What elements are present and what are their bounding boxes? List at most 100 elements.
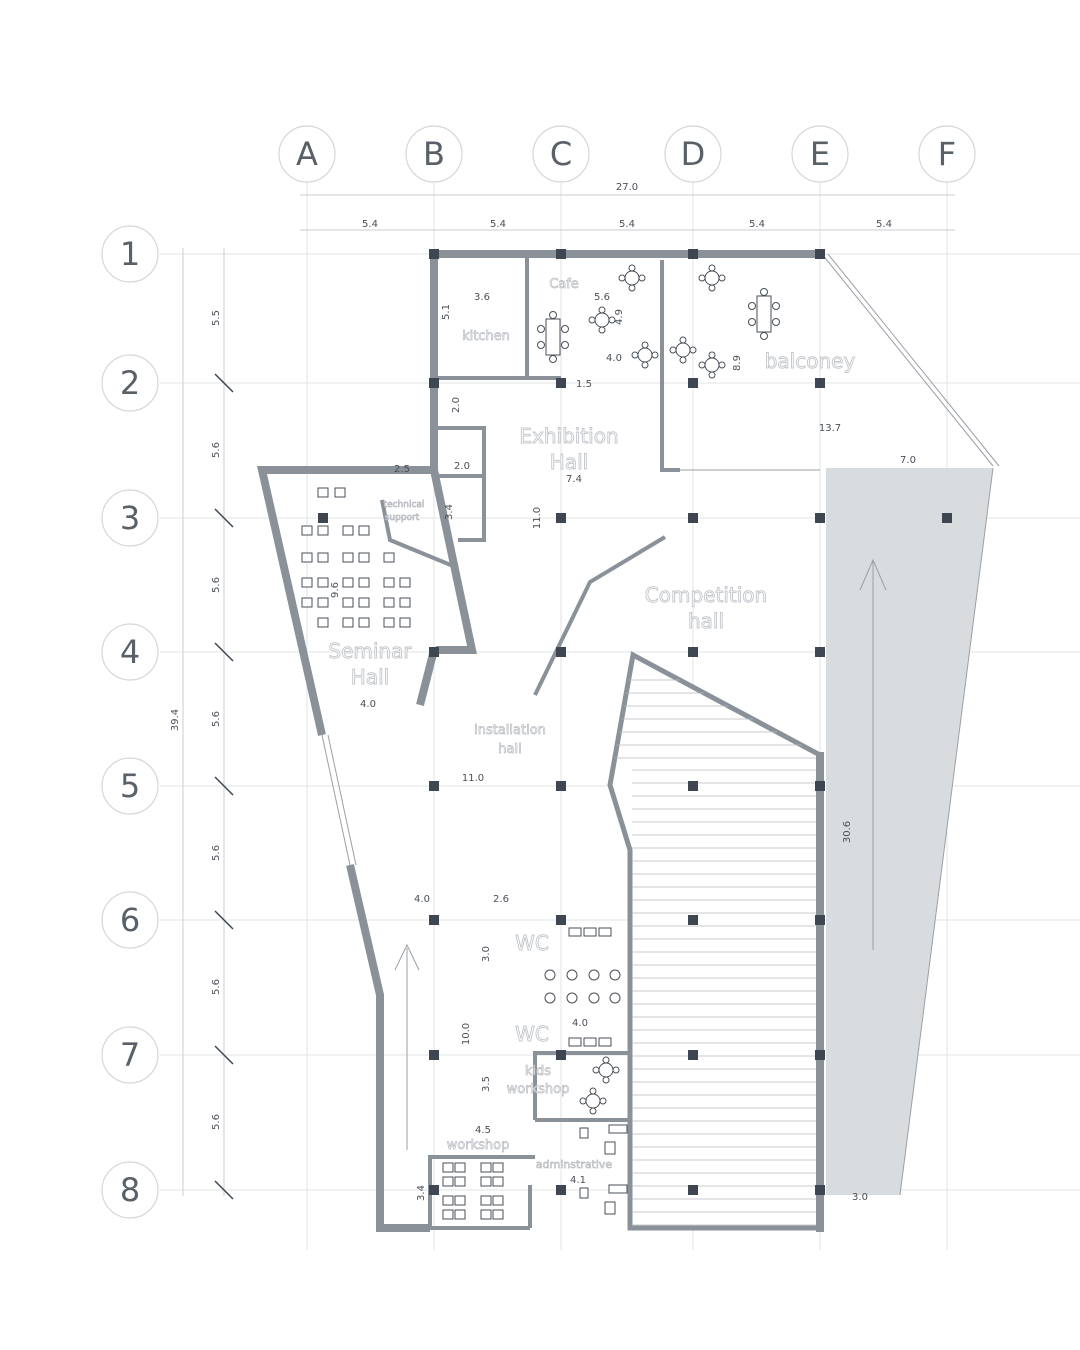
chair (358, 617, 370, 628)
axis-bubble-C: C (532, 125, 590, 183)
chair (317, 552, 329, 563)
toilet (544, 969, 556, 981)
chair (342, 525, 354, 536)
structural-column (688, 513, 698, 523)
chair (301, 597, 313, 608)
table-with-chairs (631, 341, 659, 369)
dimension-overall-height: 39.4 (170, 709, 181, 731)
chair (301, 577, 313, 588)
chair (480, 1162, 492, 1173)
structural-column (429, 1050, 439, 1060)
room-label-competition-hall: hall (688, 609, 724, 633)
dimension-label: 2.0 (451, 397, 462, 413)
axis-label: 8 (120, 1171, 140, 1209)
chair (358, 552, 370, 563)
axis-label: F (938, 135, 956, 173)
structural-column (429, 647, 439, 657)
dining-table (748, 288, 780, 340)
structural-column (815, 915, 825, 925)
chair (342, 552, 354, 563)
room-label-kids-workshop: kids (525, 1064, 551, 1079)
room-label-exhibition-hall: Hall (550, 450, 588, 474)
dimension-label: 9.6 (330, 582, 341, 598)
structural-column (556, 915, 566, 925)
chair (317, 577, 329, 588)
column-axis-labels: A B C D E F (278, 125, 976, 183)
axis-bubble-7: 7 (101, 1026, 159, 1084)
room-label-technical-support: support (385, 513, 420, 523)
ramp-stripes (614, 679, 818, 1226)
structural-column (815, 781, 825, 791)
structural-column (429, 249, 439, 259)
toilet (609, 992, 621, 1004)
dimension-label: 3.0 (852, 1192, 868, 1203)
arrow-head-icon (394, 943, 420, 971)
chair (454, 1162, 466, 1173)
table-with-chairs (592, 1056, 620, 1084)
dining-table (537, 311, 569, 363)
dimension-label: 3.6 (474, 292, 490, 303)
chair (454, 1195, 466, 1206)
dimension-label: 10.0 (461, 1023, 472, 1045)
toilet (588, 969, 600, 981)
chair (442, 1209, 454, 1220)
room-label-competition-hall: Competition (645, 583, 767, 607)
row-axis-labels: 1 2 3 4 5 6 7 8 (101, 225, 159, 1219)
sink (568, 1037, 582, 1047)
table-with-chairs (669, 336, 697, 364)
room-label-seminar-hall: Seminar (328, 639, 412, 663)
desk (604, 1201, 616, 1215)
structural-column (556, 513, 566, 523)
axis-bubble-E: E (791, 125, 849, 183)
structural-column (815, 249, 825, 259)
chair (383, 617, 395, 628)
dimension-bay-width: 5.4 (490, 219, 506, 230)
structural-column (688, 1185, 698, 1195)
chair (383, 552, 395, 563)
axis-bubble-8: 8 (101, 1161, 159, 1219)
dimension-bay-height: 5.5 (211, 310, 222, 326)
dimension-label: 13.7 (819, 423, 841, 434)
axis-bubble-2: 2 (101, 354, 159, 412)
chair (480, 1209, 492, 1220)
axis-label: 3 (120, 499, 140, 537)
dimension-label: 1.5 (576, 379, 592, 390)
dimension-label: 2.6 (493, 894, 509, 905)
axis-bubble-B: B (405, 125, 463, 183)
structural-column (942, 513, 952, 523)
room-label-cafe: Cafe (549, 277, 579, 292)
axis-bubble-D: D (664, 125, 722, 183)
room-label-installation-hall: installation (474, 723, 546, 738)
axis-label: C (550, 135, 572, 173)
structural-column (815, 647, 825, 657)
room-label-technical-support: technical (384, 500, 425, 510)
chair (454, 1176, 466, 1187)
axis-label: 1 (120, 235, 140, 273)
toilet (588, 992, 600, 1004)
dimension-bay-height: 5.6 (211, 577, 222, 593)
chair (358, 525, 370, 536)
sink (598, 927, 612, 937)
structural-column (556, 781, 566, 791)
desk (608, 1124, 628, 1134)
chair (317, 487, 329, 498)
room-label-wc: WC (515, 931, 549, 955)
structural-column (688, 1050, 698, 1060)
dimension-label: 7.4 (566, 474, 582, 485)
toilet (566, 992, 578, 1004)
sink (583, 1037, 597, 1047)
axis-label: 4 (120, 633, 140, 671)
dimension-bay-height: 5.6 (211, 845, 222, 861)
structural-column (815, 1185, 825, 1195)
sink (598, 1037, 612, 1047)
ramp (607, 651, 823, 1231)
dimension-bay-height: 5.6 (211, 1114, 222, 1130)
dimension-bay-width: 5.4 (876, 219, 892, 230)
desk (608, 1184, 628, 1194)
axis-label: 7 (120, 1036, 140, 1074)
toilet (609, 969, 621, 981)
room-label-balcony: balconey (765, 349, 856, 373)
axis-bubble-3: 3 (101, 489, 159, 547)
dimension-label: 2.5 (394, 464, 410, 475)
structural-column (815, 1050, 825, 1060)
